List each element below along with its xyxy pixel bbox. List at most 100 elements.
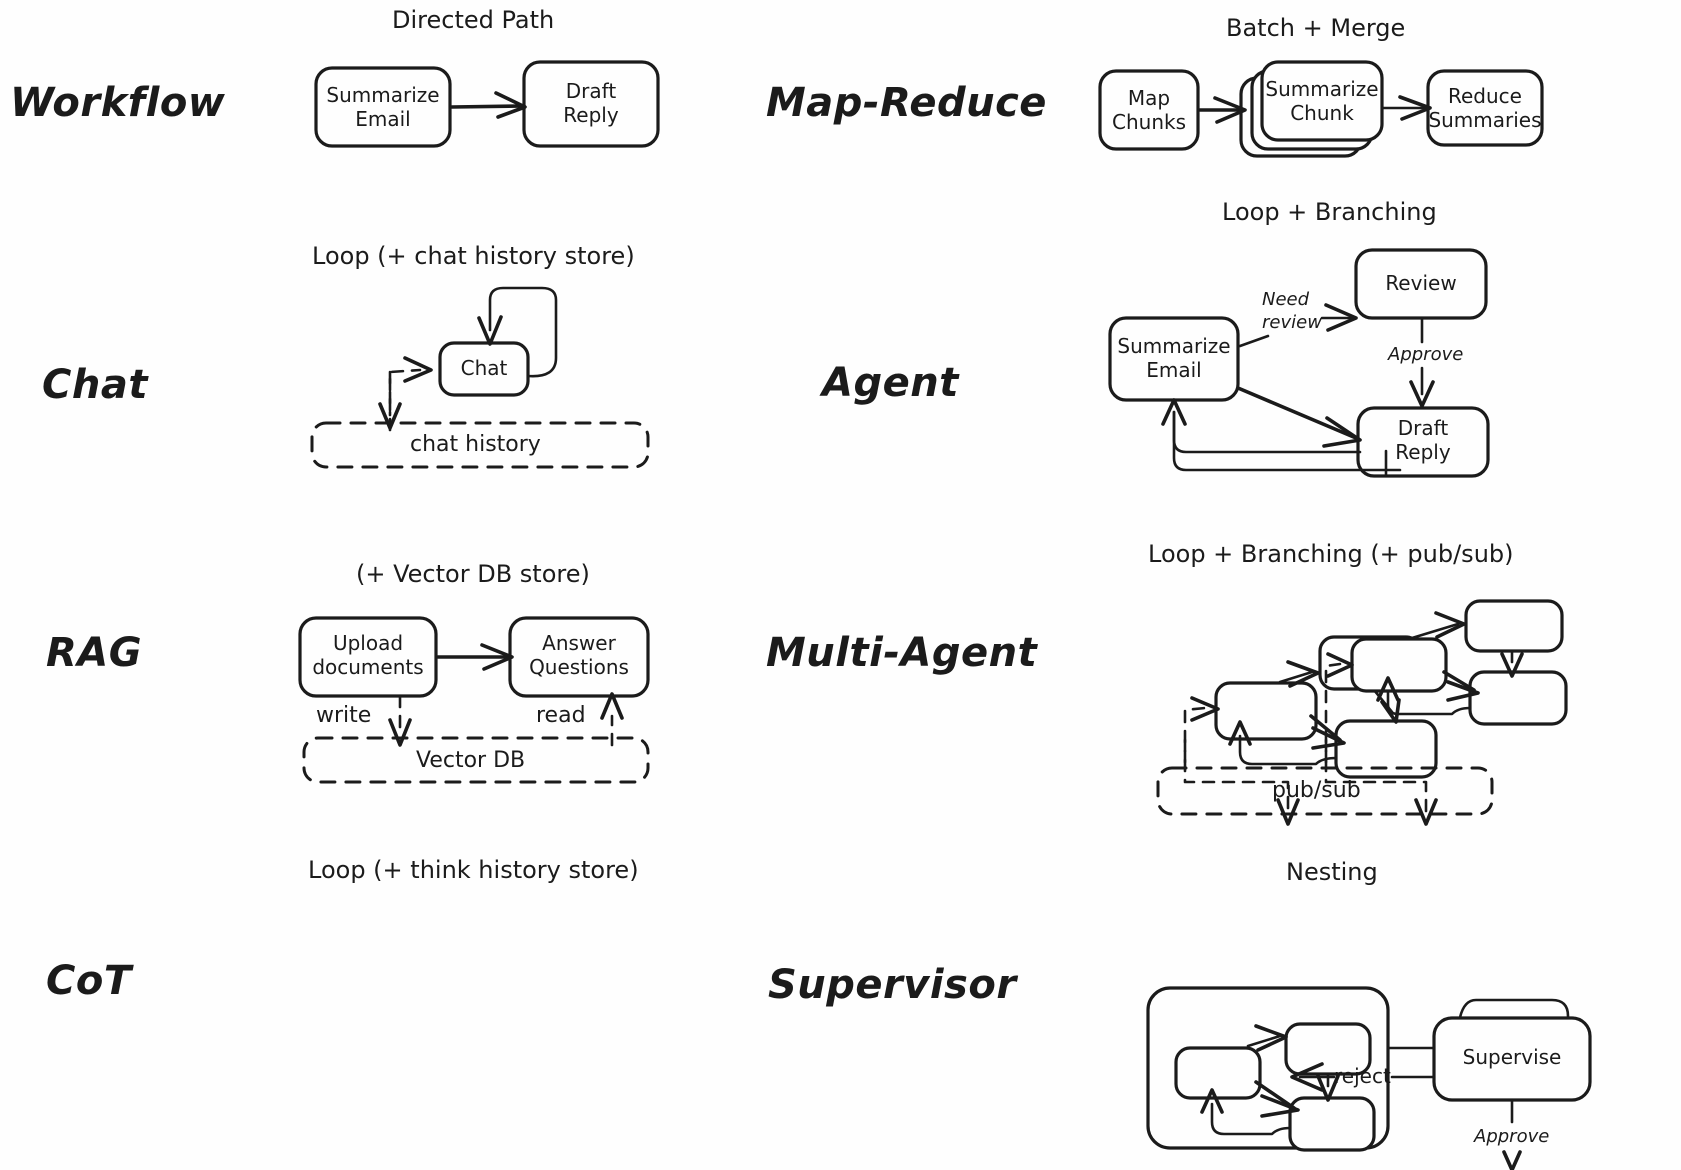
store-label-pubsub: pub/sub [1272,778,1361,803]
supervisor-shapes [1146,986,1592,1170]
agent-loopback-correct [1172,410,1402,472]
caption-vector-db-store: (+ Vector DB store) [356,560,590,588]
node-label-answer-questions: Answer Questions [529,631,629,679]
sup-inner-node-c [1288,1096,1376,1152]
caption-nesting: Nesting [1286,858,1378,886]
node-summarize-chunk-shape [1260,60,1384,142]
store-chat-history-shape [310,421,650,469]
ma-left-c-loop [1238,734,1338,766]
node-label-summarize-email: Summarize Email [326,83,440,131]
ma-left-node-c [1334,719,1438,779]
ma-left-a-to-c [1309,714,1342,742]
rag-shapes [298,616,650,784]
row-label-chat: Chat [42,362,148,408]
ma-right-a-to-c-head [1446,680,1480,702]
store-pubsub-shape [1156,766,1494,816]
store-vector-db-shape [302,736,650,784]
ma-right-node-c [1468,670,1568,726]
ma-right-dashed-out-head [1414,798,1438,826]
caption-multi-agent-loop: Loop + Branching (+ pub/sub) [1148,540,1514,568]
ma-right-node-a [1350,637,1448,693]
row-label-agent: Agent [822,360,959,406]
ma-right-b-to-c-head [1500,652,1524,678]
edge-label-write: write [316,703,372,728]
agent-need-review-line [1238,334,1270,348]
ma-left-dashed-out-head [1276,798,1300,826]
ma-right-dashed-in-head [1326,652,1354,678]
ma-left-a-to-b [1278,670,1314,684]
ma-left-dashed-out [1183,738,1290,814]
workflow-shapes [314,60,660,148]
ma-left-a-to-c-head [1311,726,1346,750]
ma-left-node-a [1214,681,1318,741]
edge-label-read: read [536,703,586,728]
ma-right-c-loop [1386,690,1472,716]
rag-write-head [388,718,412,747]
node-label-map-chunks: Map Chunks [1112,86,1186,134]
node-label-chat: Chat [460,356,508,380]
sup-inner-node-a [1174,1046,1262,1100]
agent-loop-back-head [1161,398,1187,426]
ma-left-a-to-b-head [1286,660,1320,688]
edge-label-approve: Approve [1388,344,1464,365]
agent-approve-head [1409,380,1435,408]
sup-approve-head [1502,1150,1522,1170]
edge-label-reject: reject [1334,1064,1391,1088]
ma-left-dashed-in-head [1190,696,1220,722]
row-label-multi-agent: Multi-Agent [766,630,1038,676]
node-label-agent-summarize-email: Summarize Email [1117,334,1231,382]
node-label-agent-draft-reply: Draft Reply [1395,416,1451,464]
workflow-arrow-line [450,104,526,109]
store-label-chat-history: chat history [410,432,541,457]
ma-right-a-to-b [1410,622,1460,640]
node-upload-documents-shape [298,616,438,698]
node-label-summarize-chunk: Summarize Chunk [1265,77,1379,125]
ma-right-a-to-c [1442,670,1476,692]
caption-cot-loop: Loop (+ think history store) [308,856,639,884]
edge-label-need-review: Need review [1262,289,1322,334]
summarize-to-reduce-head [1398,95,1432,121]
agent-summarize-to-draft-line [1236,386,1358,440]
ma-right-c-loop-head [1376,676,1400,702]
row-label-supervisor: Supervisor [768,962,1017,1008]
agent-need-review-head [1324,303,1358,332]
node-summarize-email-shape [314,66,452,148]
ma-left-b-to-c-head [1380,698,1401,724]
sup-inner-a-to-b-head [1254,1024,1288,1052]
row-label-map-reduce: Map-Reduce [766,80,1047,126]
agent-shapes [1108,248,1490,478]
node-chat-shape [438,341,530,397]
workflow-arrow-head [494,91,527,119]
sup-inner-a-to-c [1254,1080,1296,1110]
map-to-summarize-head [1213,96,1247,124]
chat-history-in-path [388,368,422,432]
row-label-workflow: Workflow [10,80,226,126]
sup-inner-c-loop [1210,1102,1292,1136]
agent-loop-bottom [1172,410,1402,472]
ma-right-dashed-in [1324,662,1342,764]
sup-inner-a-to-c-head [1260,1094,1300,1118]
sup-reject-head [1290,1062,1324,1092]
store-label-vector-db: Vector DB [416,748,526,773]
chat-shapes [310,286,650,469]
caption-chat-loop: Loop (+ chat history store) [312,242,635,270]
row-label-rag: RAG [46,630,143,676]
chat-self-loop-path [488,286,558,378]
chat-self-loop-head [477,315,503,346]
multi-agent-right-cluster [1324,599,1568,826]
sup-inner-c-loop-head [1200,1088,1224,1114]
caption-batch-merge: Batch + Merge [1226,14,1406,42]
agent-summarize-to-draft-head [1322,416,1362,448]
rag-upload-to-answer-head [480,643,514,671]
chat-history-in-head [403,356,433,383]
node-label-reduce-summaries: Reduce Summaries [1428,84,1542,132]
sup-inner-a-to-b [1246,1034,1282,1048]
node-map-chunks-shape [1098,69,1200,151]
caption-directed-path: Directed Path [392,6,555,34]
rag-read-head [600,692,624,720]
node-label-agent-review: Review [1385,271,1457,295]
node-draft-reply-shape [522,60,660,148]
sup-inner-b-to-c-head [1316,1074,1340,1102]
